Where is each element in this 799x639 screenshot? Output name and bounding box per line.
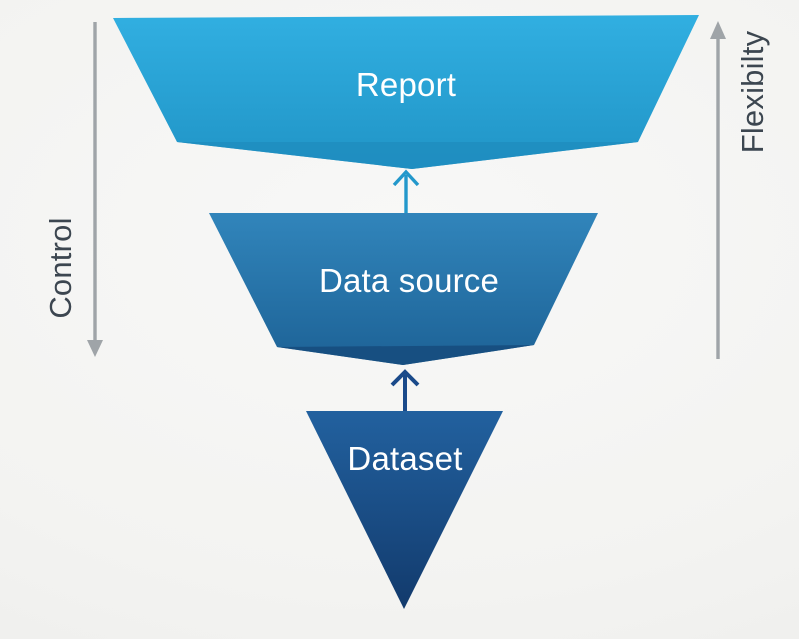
- control-axis-label: Control: [43, 217, 78, 319]
- report-tier-shape: [113, 15, 699, 169]
- datasource-tier-label: Data source: [318, 262, 500, 299]
- flexibility-axis-label: Flexibilty: [735, 30, 770, 154]
- report-tier-fold: [177, 142, 638, 169]
- up-arrow-datasource-to-report-icon: [392, 169, 420, 213]
- flexibility-axis-up-arrow-icon: [710, 21, 726, 359]
- dataset-tier-shape: [306, 411, 503, 609]
- datasource-tier-fold: [277, 345, 534, 365]
- datasource-tier-shape: [209, 213, 598, 365]
- control-axis-down-arrow-icon: [87, 22, 103, 357]
- report-tier-label: Report: [355, 66, 457, 103]
- up-arrow-dataset-to-datasource-icon: [390, 369, 420, 411]
- dataset-tier-label: Dataset: [347, 440, 463, 477]
